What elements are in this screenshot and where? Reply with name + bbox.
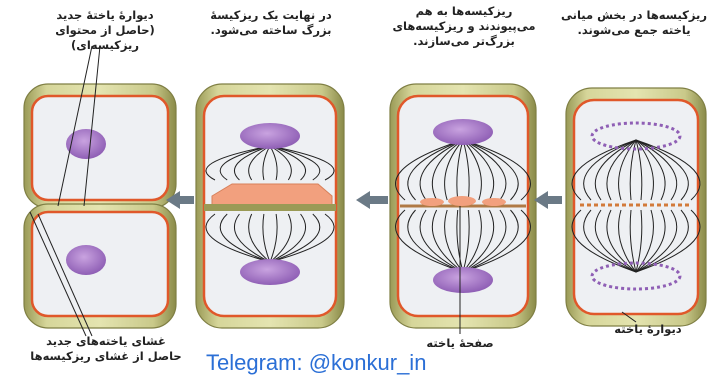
caption-vesicles-gather: ریزکیسه‌ها در بخش میانی یاخته جمع می‌شون… xyxy=(556,8,712,38)
arrow-1 xyxy=(534,191,562,209)
caption-vesicles-fuse: ریزکیسه‌ها به هم می‌پیوندند و ریزکیسه‌ها… xyxy=(376,4,552,49)
cell-stage-1 xyxy=(566,88,706,326)
cell3-nucleus-bottom xyxy=(240,259,300,285)
cell4-nucleus-bottom xyxy=(66,245,106,275)
cell2-vesicle xyxy=(482,198,506,206)
arrow-2 xyxy=(356,191,388,209)
label-new-cell-membranes: غشای یاخته‌های جدید حاصل از غشای ریزکیسه… xyxy=(16,334,196,364)
cell2-nucleus-top xyxy=(433,119,493,145)
label-cell-wall: دیوارهٔ یاخته xyxy=(598,322,698,337)
cell2-vesicle xyxy=(420,198,444,206)
cell-stage-4 xyxy=(24,84,176,328)
cell4-nucleus-top xyxy=(66,129,106,159)
cell2-nucleus-bottom xyxy=(433,267,493,293)
cell-stage-3 xyxy=(196,84,344,328)
cell3-nucleus-top xyxy=(240,123,300,149)
label-cell-plate: صفحهٔ یاخته xyxy=(410,336,510,351)
cell3-plate-line xyxy=(204,204,336,211)
cell-stage-2 xyxy=(390,84,536,328)
caption-large-vesicle: در نهایت یک ریزکیسهٔ بزرگ ساخته می‌شود. xyxy=(196,8,346,38)
cell2-vesicle xyxy=(448,196,476,206)
cell3-large-vesicle xyxy=(212,184,332,206)
caption-new-cell-wall: دیوارهٔ یاختهٔ جدید (حاصل از محتوای ریزک… xyxy=(20,8,190,53)
watermark: Telegram: @konkur_in xyxy=(206,350,426,376)
